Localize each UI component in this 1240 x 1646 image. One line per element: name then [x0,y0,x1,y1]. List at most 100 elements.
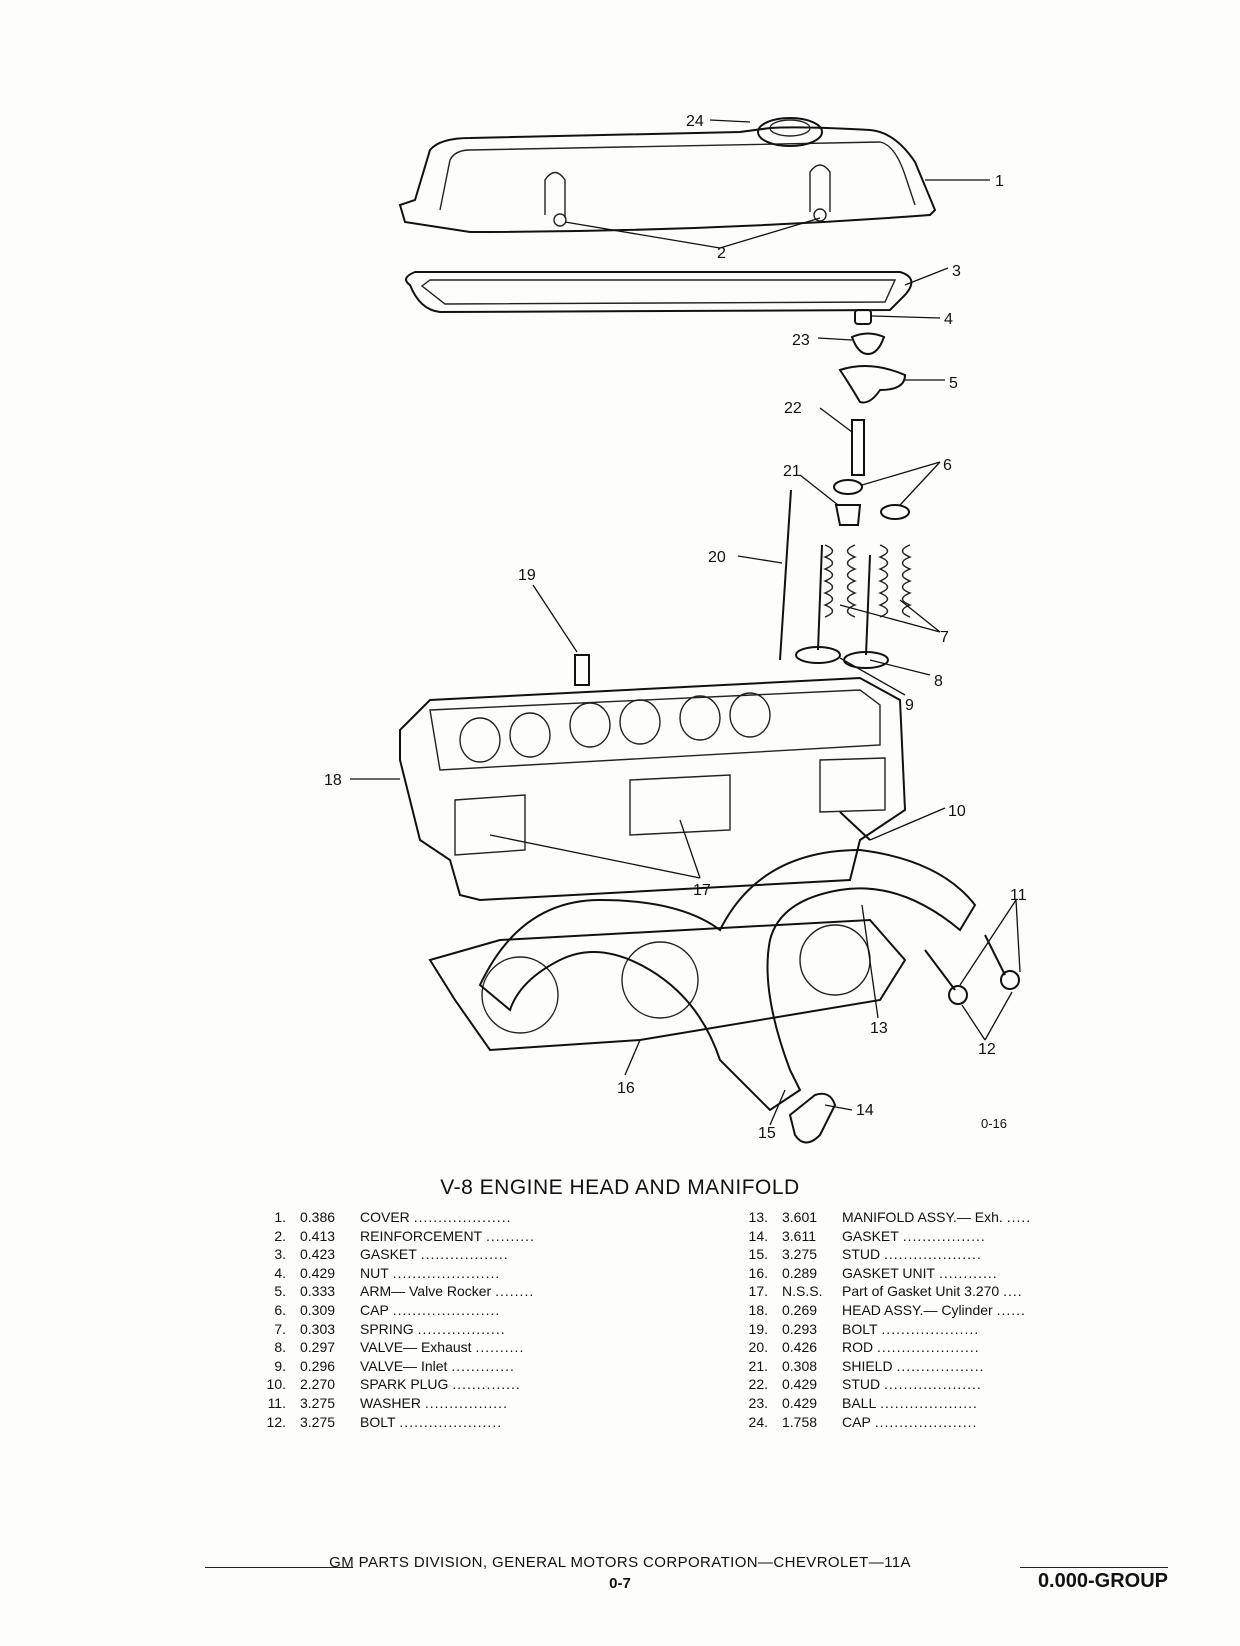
parts-list-row: 22. 0.429 STUD .................... [740,1375,1031,1394]
leader-dots: .................... [884,1376,982,1393]
footer-rule-left [205,1567,353,1568]
part-number: 13. [748,1209,768,1225]
part-number: 12. [266,1413,286,1430]
svg-text:14: 14 [856,1102,874,1119]
shield [834,504,862,526]
part-description: Part of Gasket Unit 3.270 [842,1283,1000,1300]
exploded-parts-diagram: 1 2 3 4 5 6 7 8 9 10 11 12 13 14 15 16 1… [324,113,1027,1144]
svg-text:2: 2 [717,245,726,262]
part-description: STUD [842,1246,881,1263]
svg-text:16: 16 [617,1080,635,1097]
flange-gasket [788,1092,837,1144]
leader-dots: .......... [486,1227,535,1244]
leader-dots: ...................... [392,1264,501,1281]
ball [850,332,886,356]
part-number: 16. [748,1264,768,1281]
callout-numbers: 1 2 3 4 5 6 7 8 9 10 11 12 13 14 15 16 1… [324,113,1027,1142]
svg-text:17: 17 [693,882,711,899]
part-number: 20. [748,1339,768,1356]
parts-list-row: 16. 0.289 GASKET UNIT ............ [740,1264,1031,1283]
cover-gasket [405,271,913,314]
part-code: 0.289 [782,1264,818,1281]
part-description: BOLT [360,1413,396,1430]
footer-rule-right [1020,1567,1168,1568]
svg-text:7: 7 [940,629,949,646]
part-code: 0.303 [300,1320,336,1337]
part-number: 5. [274,1283,286,1300]
part-number: 17. [748,1283,768,1300]
nut [854,309,872,325]
page-number: 0-7 [609,1575,631,1592]
leader-dots: .......... [475,1339,525,1356]
part-code: 0.429 [782,1394,818,1411]
part-number: 11. [267,1394,286,1411]
svg-text:6: 6 [943,457,952,474]
part-description: STUD [842,1376,881,1393]
part-description: REINFORCEMENT [360,1227,483,1244]
part-description: MANIFOLD ASSY.— Exh. [842,1209,1003,1225]
part-code: 0.429 [782,1376,818,1393]
part-description: GASKET [842,1227,899,1244]
parts-list-row: 4. 0.429 NUT ...................... [258,1264,535,1283]
part-description: NUT [360,1264,389,1281]
push-rod [779,489,792,661]
part-description: WASHER [360,1394,421,1411]
part-number: 24. [748,1413,768,1430]
part-code: 0.333 [300,1283,336,1300]
leader-dots: ........ [495,1283,535,1300]
part-description: VALVE— Exhaust [360,1339,472,1356]
part-number: 2. [274,1227,286,1244]
part-code: 2.270 [300,1376,336,1393]
part-number: 23. [748,1394,768,1411]
leader-dots: ................. [424,1394,508,1411]
part-code: 3.601 [782,1209,818,1225]
part-number: 21. [748,1357,768,1374]
svg-text:10: 10 [948,803,966,820]
part-code: 0.296 [300,1357,336,1374]
part-code: 0.309 [300,1301,336,1318]
part-code: 1.758 [782,1413,818,1430]
part-code: N.S.S. [782,1283,823,1300]
part-code: 0.308 [782,1357,818,1374]
svg-text:8: 8 [934,673,943,690]
part-number: 22. [748,1376,768,1393]
head-bolt [574,654,590,686]
part-code: 3.275 [300,1413,336,1430]
leader-dots: ...... [996,1301,1026,1318]
part-code: 0.429 [300,1264,336,1281]
part-number: 18. [748,1301,768,1318]
exhaust-manifold [478,848,977,1112]
svg-text:19: 19 [518,567,536,584]
svg-text:9: 9 [905,697,914,714]
leader-dots: .................... [880,1394,978,1411]
leader-dots: ..................... [877,1339,980,1356]
part-number: 4. [274,1264,286,1281]
leader-dots: ............ [938,1264,998,1281]
part-code: 0.297 [300,1339,336,1356]
part-code: 0.293 [782,1320,818,1337]
rocker-arm [838,365,907,404]
leader-dots: .................... [881,1320,980,1337]
leader-dots: .................... [413,1209,512,1225]
part-description: GASKET UNIT [842,1264,936,1281]
svg-text:18: 18 [324,772,342,789]
part-code: 0.269 [782,1301,818,1318]
leader-dots: .............. [452,1376,521,1393]
leader-dots: .................. [417,1320,506,1337]
leader-dots: .................. [420,1246,509,1263]
part-number: 15. [748,1246,768,1263]
